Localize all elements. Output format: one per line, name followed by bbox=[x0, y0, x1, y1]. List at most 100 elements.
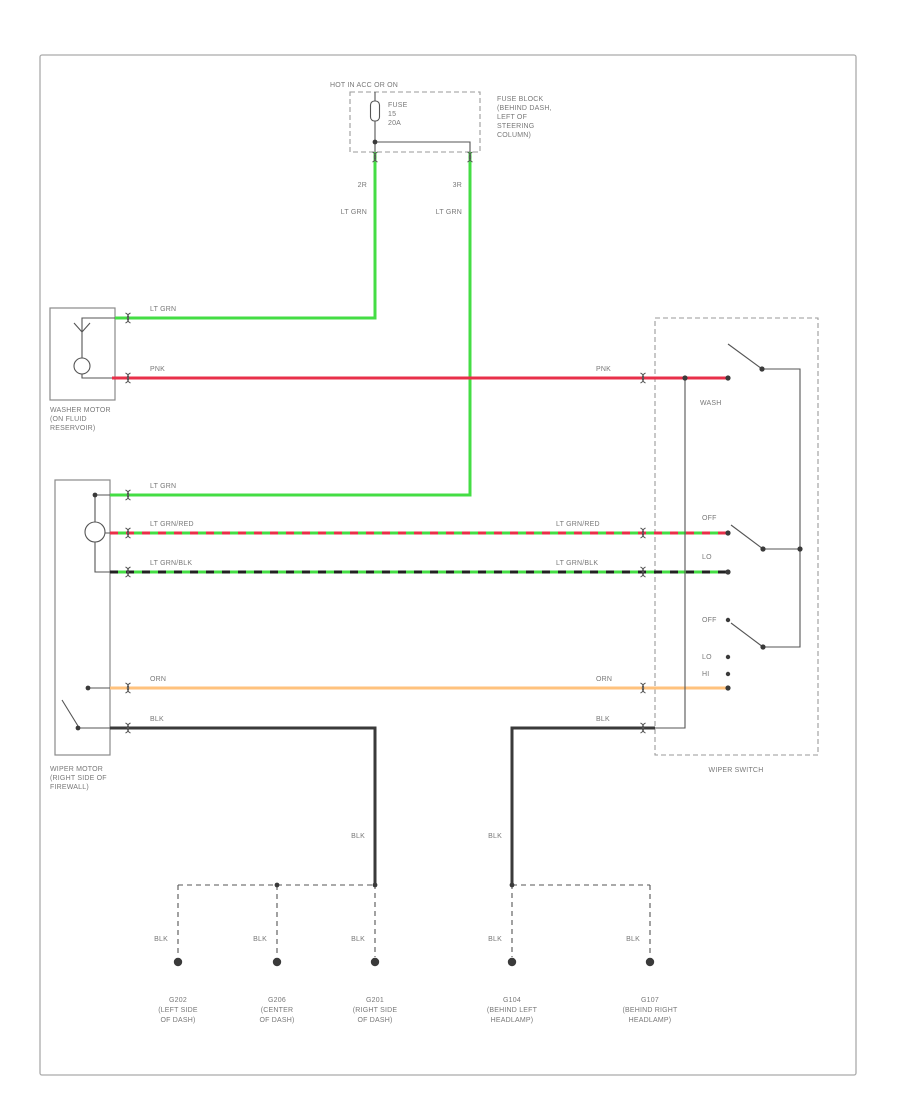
high-contact-dot bbox=[725, 569, 731, 575]
ground-g201: BLK G201 (RIGHT SIDE OF DASH) bbox=[351, 936, 397, 1024]
speed-pivot-dot bbox=[760, 546, 766, 552]
wire-color-label: PNK bbox=[596, 366, 611, 373]
wire-color-label: LT GRN bbox=[150, 306, 176, 313]
wiper-switch: WASH OFF LO OFF LO HI WIPER SWITCH bbox=[655, 343, 803, 774]
ground-location-line: OF DASH) bbox=[357, 1017, 392, 1024]
wire-color-label: LT GRN/BLK bbox=[150, 560, 192, 567]
junction-dot bbox=[92, 492, 98, 498]
wiper-motor: WIPER MOTOR (RIGHT SIDE OF FIREWALL) bbox=[50, 492, 110, 791]
park-pivot-dot bbox=[760, 644, 766, 650]
ground-dashed-wiring bbox=[177, 884, 651, 957]
fuse-name: FUSE bbox=[388, 102, 408, 109]
fuse-block-box bbox=[349, 91, 481, 153]
wire-color-label: LT GRN/RED bbox=[150, 521, 194, 528]
ground-location-line: HEADLAMP) bbox=[629, 1017, 672, 1024]
circuit-id-label: 3R bbox=[453, 182, 462, 189]
park-off-contact-dot bbox=[725, 617, 731, 623]
washer-motor-label-line: WASHER MOTOR bbox=[50, 407, 111, 414]
fuse-number: 15 bbox=[388, 111, 396, 118]
ground-icon bbox=[272, 957, 282, 967]
wire-blk-switch-ground bbox=[510, 726, 655, 884]
page-border bbox=[39, 54, 857, 1076]
low-contact-dot bbox=[725, 530, 731, 536]
ground-location-line: (LEFT SIDE bbox=[158, 1007, 198, 1014]
ground-location-line: (RIGHT SIDE bbox=[353, 1007, 398, 1014]
wire-color-label: LT GRN/BLK bbox=[556, 560, 598, 567]
washer-pump-wiring bbox=[73, 317, 115, 379]
wire-labels: 2R LT GRN 3R LT GRN LT GRN PNK PNK LT GR… bbox=[150, 182, 612, 840]
wiper-motor-icon bbox=[84, 521, 106, 543]
ground-id: G104 bbox=[503, 997, 521, 1004]
switch-position-lo: LO bbox=[702, 654, 712, 661]
wire-color-label: ORN bbox=[596, 676, 612, 683]
junction-dot bbox=[682, 375, 688, 381]
ground-wire-label: BLK bbox=[488, 936, 502, 943]
connectors bbox=[125, 151, 646, 734]
ground-location-line: (BEHIND RIGHT bbox=[622, 1007, 678, 1014]
rail-junction-dot bbox=[797, 546, 803, 552]
fuse-block-note-line: (BEHIND DASH, bbox=[497, 105, 552, 112]
park-lo-contact-dot bbox=[725, 654, 731, 660]
ground-icon bbox=[173, 957, 183, 967]
wire-color-label: LT GRN bbox=[341, 209, 367, 216]
fuse-icon bbox=[369, 100, 381, 122]
junction-dot bbox=[372, 139, 378, 145]
switch-position-hi: HI bbox=[702, 671, 709, 678]
ground-location-line: (BEHIND LEFT bbox=[487, 1007, 538, 1014]
fuse-block: HOT IN ACC OR ON FUSE 15 20A FUSE BLOCK … bbox=[330, 82, 552, 153]
park-hi-contact-dot bbox=[725, 671, 731, 677]
ground-g107: BLK G107 (BEHIND RIGHT HEADLAMP) bbox=[622, 936, 678, 1024]
ground-g202: BLK G202 (LEFT SIDE OF DASH) bbox=[154, 936, 198, 1024]
wash-contact-dot bbox=[725, 375, 731, 381]
wiper-switch-label: WIPER SWITCH bbox=[709, 767, 764, 774]
ground-wire-label: BLK bbox=[351, 936, 365, 943]
wire-blk-motor-ground bbox=[110, 726, 377, 884]
wire-color-label: ORN bbox=[150, 676, 166, 683]
wire-color-label: LT GRN bbox=[150, 483, 176, 490]
ground-icon bbox=[370, 957, 380, 967]
wiper-motor-box bbox=[54, 479, 111, 756]
washer-motor: WASHER MOTOR (ON FLUID RESERVOIR) bbox=[50, 317, 115, 432]
ground-location-line: HEADLAMP) bbox=[491, 1017, 534, 1024]
fuse-block-note-line: COLUMN) bbox=[497, 132, 531, 139]
fuse-block-note-line: LEFT OF bbox=[497, 114, 527, 121]
junction-dot bbox=[274, 882, 280, 888]
fuse-rating: 20A bbox=[388, 120, 401, 127]
switch-position-off: OFF bbox=[702, 515, 717, 522]
wire-color-label: PNK bbox=[150, 366, 165, 373]
wire-color-label: BLK bbox=[488, 833, 502, 840]
switch-position-wash: WASH bbox=[700, 400, 722, 407]
wire-color-label: LT GRN/RED bbox=[556, 521, 600, 528]
fuse-block-note-line: STEERING bbox=[497, 123, 534, 130]
wiper-motor-label-line: WIPER MOTOR bbox=[50, 766, 103, 773]
wires bbox=[110, 152, 728, 884]
wire-lt-grn-washer-feed bbox=[115, 152, 377, 320]
ground-location-line: OF DASH) bbox=[160, 1017, 195, 1024]
ground-wire-label: BLK bbox=[253, 936, 267, 943]
circuit-id-label: 2R bbox=[358, 182, 367, 189]
wiper-motor-label-line: FIREWALL) bbox=[50, 784, 89, 791]
power-source-label: HOT IN ACC OR ON bbox=[330, 82, 398, 89]
grounds: BLK G202 (LEFT SIDE OF DASH) BLK G206 (C… bbox=[154, 882, 678, 1024]
fuse-wiring bbox=[374, 92, 471, 152]
ground-g104: BLK G104 (BEHIND LEFT HEADLAMP) bbox=[487, 936, 538, 1024]
wire-color-label: LT GRN bbox=[436, 209, 462, 216]
park-contact-dot bbox=[85, 685, 91, 691]
wire-color-label: BLK bbox=[596, 716, 610, 723]
wiper-motor-label-line: (RIGHT SIDE OF bbox=[50, 775, 107, 782]
ground-location-line: OF DASH) bbox=[259, 1017, 294, 1024]
ground-id: G201 bbox=[366, 997, 384, 1004]
switch-position-off: OFF bbox=[702, 617, 717, 624]
wiper-switch-wiring bbox=[655, 343, 801, 729]
ground-icon bbox=[645, 957, 655, 967]
wash-pivot-dot bbox=[759, 366, 765, 372]
ground-g206: BLK G206 (CENTER OF DASH) bbox=[253, 936, 294, 1024]
switch-position-lo: LO bbox=[702, 554, 712, 561]
fuse-block-note-line: FUSE BLOCK bbox=[497, 96, 543, 103]
junction-dot bbox=[372, 882, 378, 888]
wiper-switch-box bbox=[654, 317, 819, 756]
ground-id: G206 bbox=[268, 997, 286, 1004]
ground-id: G202 bbox=[169, 997, 187, 1004]
